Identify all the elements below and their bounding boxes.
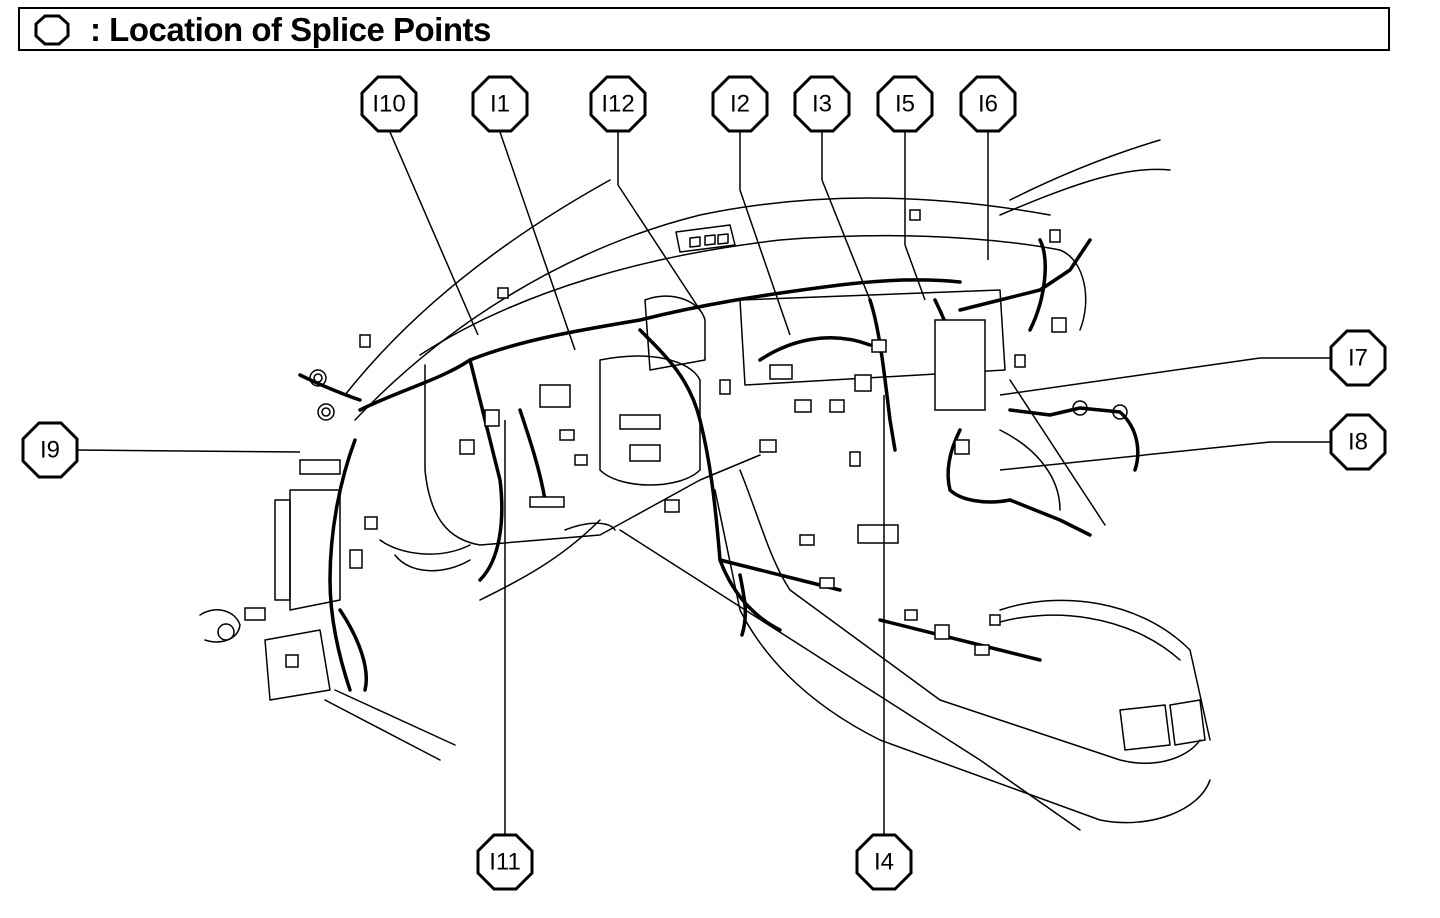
- leader-lines: [77, 131, 1330, 835]
- leader-i8b: [999, 441, 1271, 471]
- callout-label-i11: I11: [489, 849, 521, 876]
- callout-label-i6: I6: [978, 91, 998, 118]
- leader-i5b: [904, 244, 926, 301]
- callout-i3: I3: [793, 75, 851, 133]
- octagon-icon: [34, 14, 70, 46]
- callout-label-i7: I7: [1348, 345, 1368, 372]
- callout-label-i1: I1: [490, 91, 510, 118]
- callout-i1: I1: [471, 75, 529, 133]
- leader-i12b: [617, 184, 701, 311]
- callout-label-i3: I3: [812, 91, 832, 118]
- leader-i3b: [821, 179, 871, 301]
- callout-label-i8: I8: [1348, 429, 1368, 456]
- callout-label-i4: I4: [874, 849, 894, 876]
- callout-i10: I10: [360, 75, 418, 133]
- callout-i11: I11: [476, 833, 534, 891]
- leader-i9: [77, 449, 301, 453]
- callout-i6: I6: [959, 75, 1017, 133]
- callout-label-i2: I2: [730, 91, 750, 118]
- callout-i8: I8: [1329, 413, 1387, 471]
- leader-i10: [389, 131, 479, 336]
- callout-label-i9: I9: [40, 437, 60, 464]
- connectors: [244, 209, 1067, 668]
- leader-i1: [499, 131, 576, 351]
- callout-i5: I5: [876, 75, 934, 133]
- callout-i4: I4: [855, 833, 913, 891]
- page-title: : Location of Splice Points: [90, 11, 491, 48]
- callout-i9: I9: [21, 421, 79, 479]
- callout-i7: I7: [1329, 329, 1387, 387]
- leader-i2b: [739, 189, 791, 336]
- callout-i12: I12: [589, 75, 647, 133]
- callout-i2: I2: [711, 75, 769, 133]
- title-bar: : Location of Splice Points: [18, 7, 1390, 51]
- callout-label-i5: I5: [895, 91, 915, 118]
- callout-label-i12: I12: [601, 91, 634, 118]
- callout-label-i10: I10: [372, 91, 405, 118]
- dashboard-illustration: [199, 139, 1211, 831]
- leader-i7b: [999, 357, 1261, 396]
